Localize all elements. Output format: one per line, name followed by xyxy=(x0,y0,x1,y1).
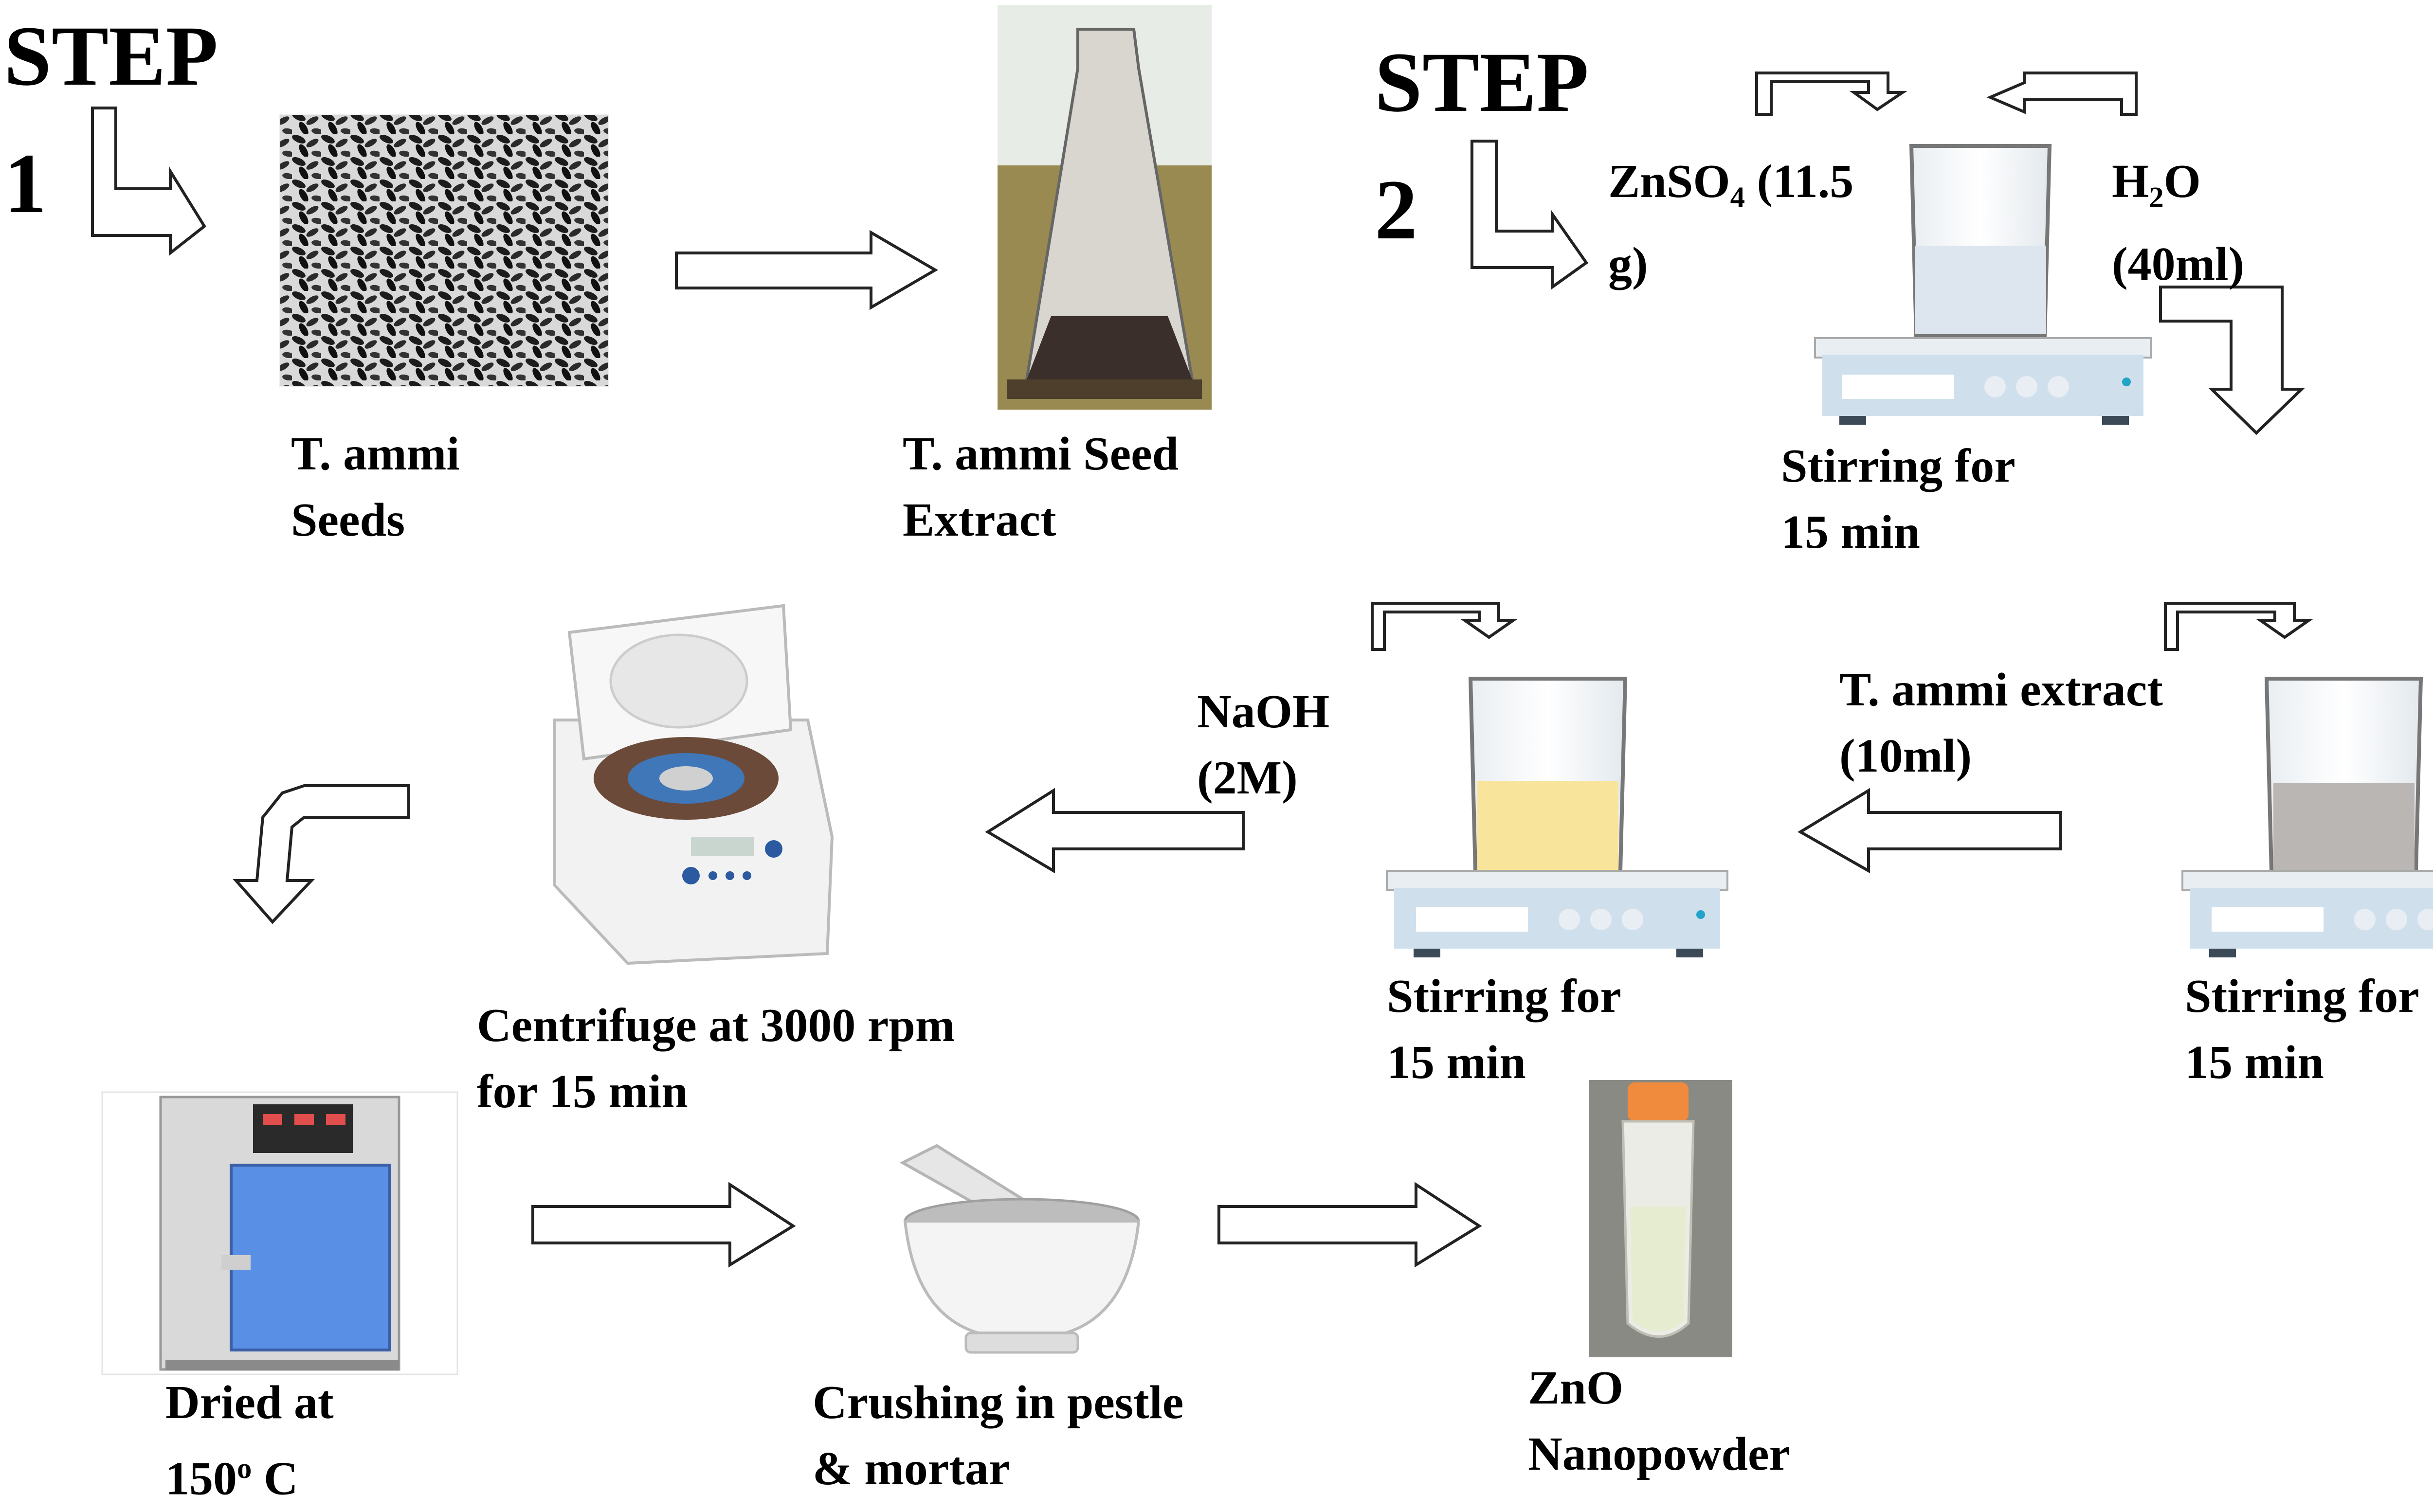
naoh-label: NaOH (2M) xyxy=(1197,685,1330,804)
step1-l-arrow xyxy=(91,107,206,256)
oven-graphic xyxy=(101,1091,458,1375)
step-1-heading: STEP 1 xyxy=(4,9,218,231)
crushing-label: Crushing in pestle & mortar xyxy=(813,1376,1184,1495)
tube-graphic xyxy=(1589,1080,1732,1357)
extract-label: T. ammi Seed Extract xyxy=(903,428,1179,546)
stirrer-3-graphic xyxy=(1386,677,1728,957)
arrow-to-stirrer-3 xyxy=(1798,788,2062,874)
arrow-to-tube xyxy=(1217,1182,1482,1268)
stir-1-label: Stirring for 15 min xyxy=(1781,440,2015,558)
extract-addition-label: T. ammi extract (10ml) xyxy=(1839,664,2163,782)
step-2-heading: STEP 2 xyxy=(1375,35,1589,257)
znso4-label: ZnSO4 (11.5 g) xyxy=(1608,155,1854,290)
arrow-to-stirrer-2 xyxy=(2159,286,2306,435)
arrow-to-centrifuge xyxy=(985,788,1245,874)
centrifuge-graphic xyxy=(553,604,834,965)
naoh-curved-arrow xyxy=(1371,602,1518,651)
h2o-curved-arrow xyxy=(1986,72,2138,116)
arrow-to-mortar xyxy=(531,1182,796,1268)
h2o-label: H2O (40ml) xyxy=(2112,155,2245,290)
arrow-seeds-to-extract xyxy=(675,230,938,310)
stirrer-1-graphic xyxy=(1814,144,2152,425)
seeds-label: T. ammi Seeds xyxy=(291,428,460,546)
mortar-graphic xyxy=(899,1144,1141,1354)
dried-label: Dried at 150o C xyxy=(165,1376,334,1505)
stirrer-2-graphic xyxy=(2181,677,2433,957)
stir-2-label: Stirring for 15 min xyxy=(2185,970,2419,1089)
znso4-curved-arrow xyxy=(1755,72,1907,116)
zno-label: ZnO Nanopowder xyxy=(1528,1362,1791,1480)
stir-3-label: Stirring for 15 min xyxy=(1387,970,1621,1089)
extract-curved-arrow xyxy=(2164,602,2314,651)
step2-l-arrow xyxy=(1471,140,1589,290)
extract-flask-image xyxy=(998,5,1212,410)
centrifuge-label: Centrifuge at 3000 rpm for 15 min xyxy=(477,999,955,1118)
seeds-image xyxy=(279,114,609,387)
arrow-to-oven xyxy=(233,784,410,924)
